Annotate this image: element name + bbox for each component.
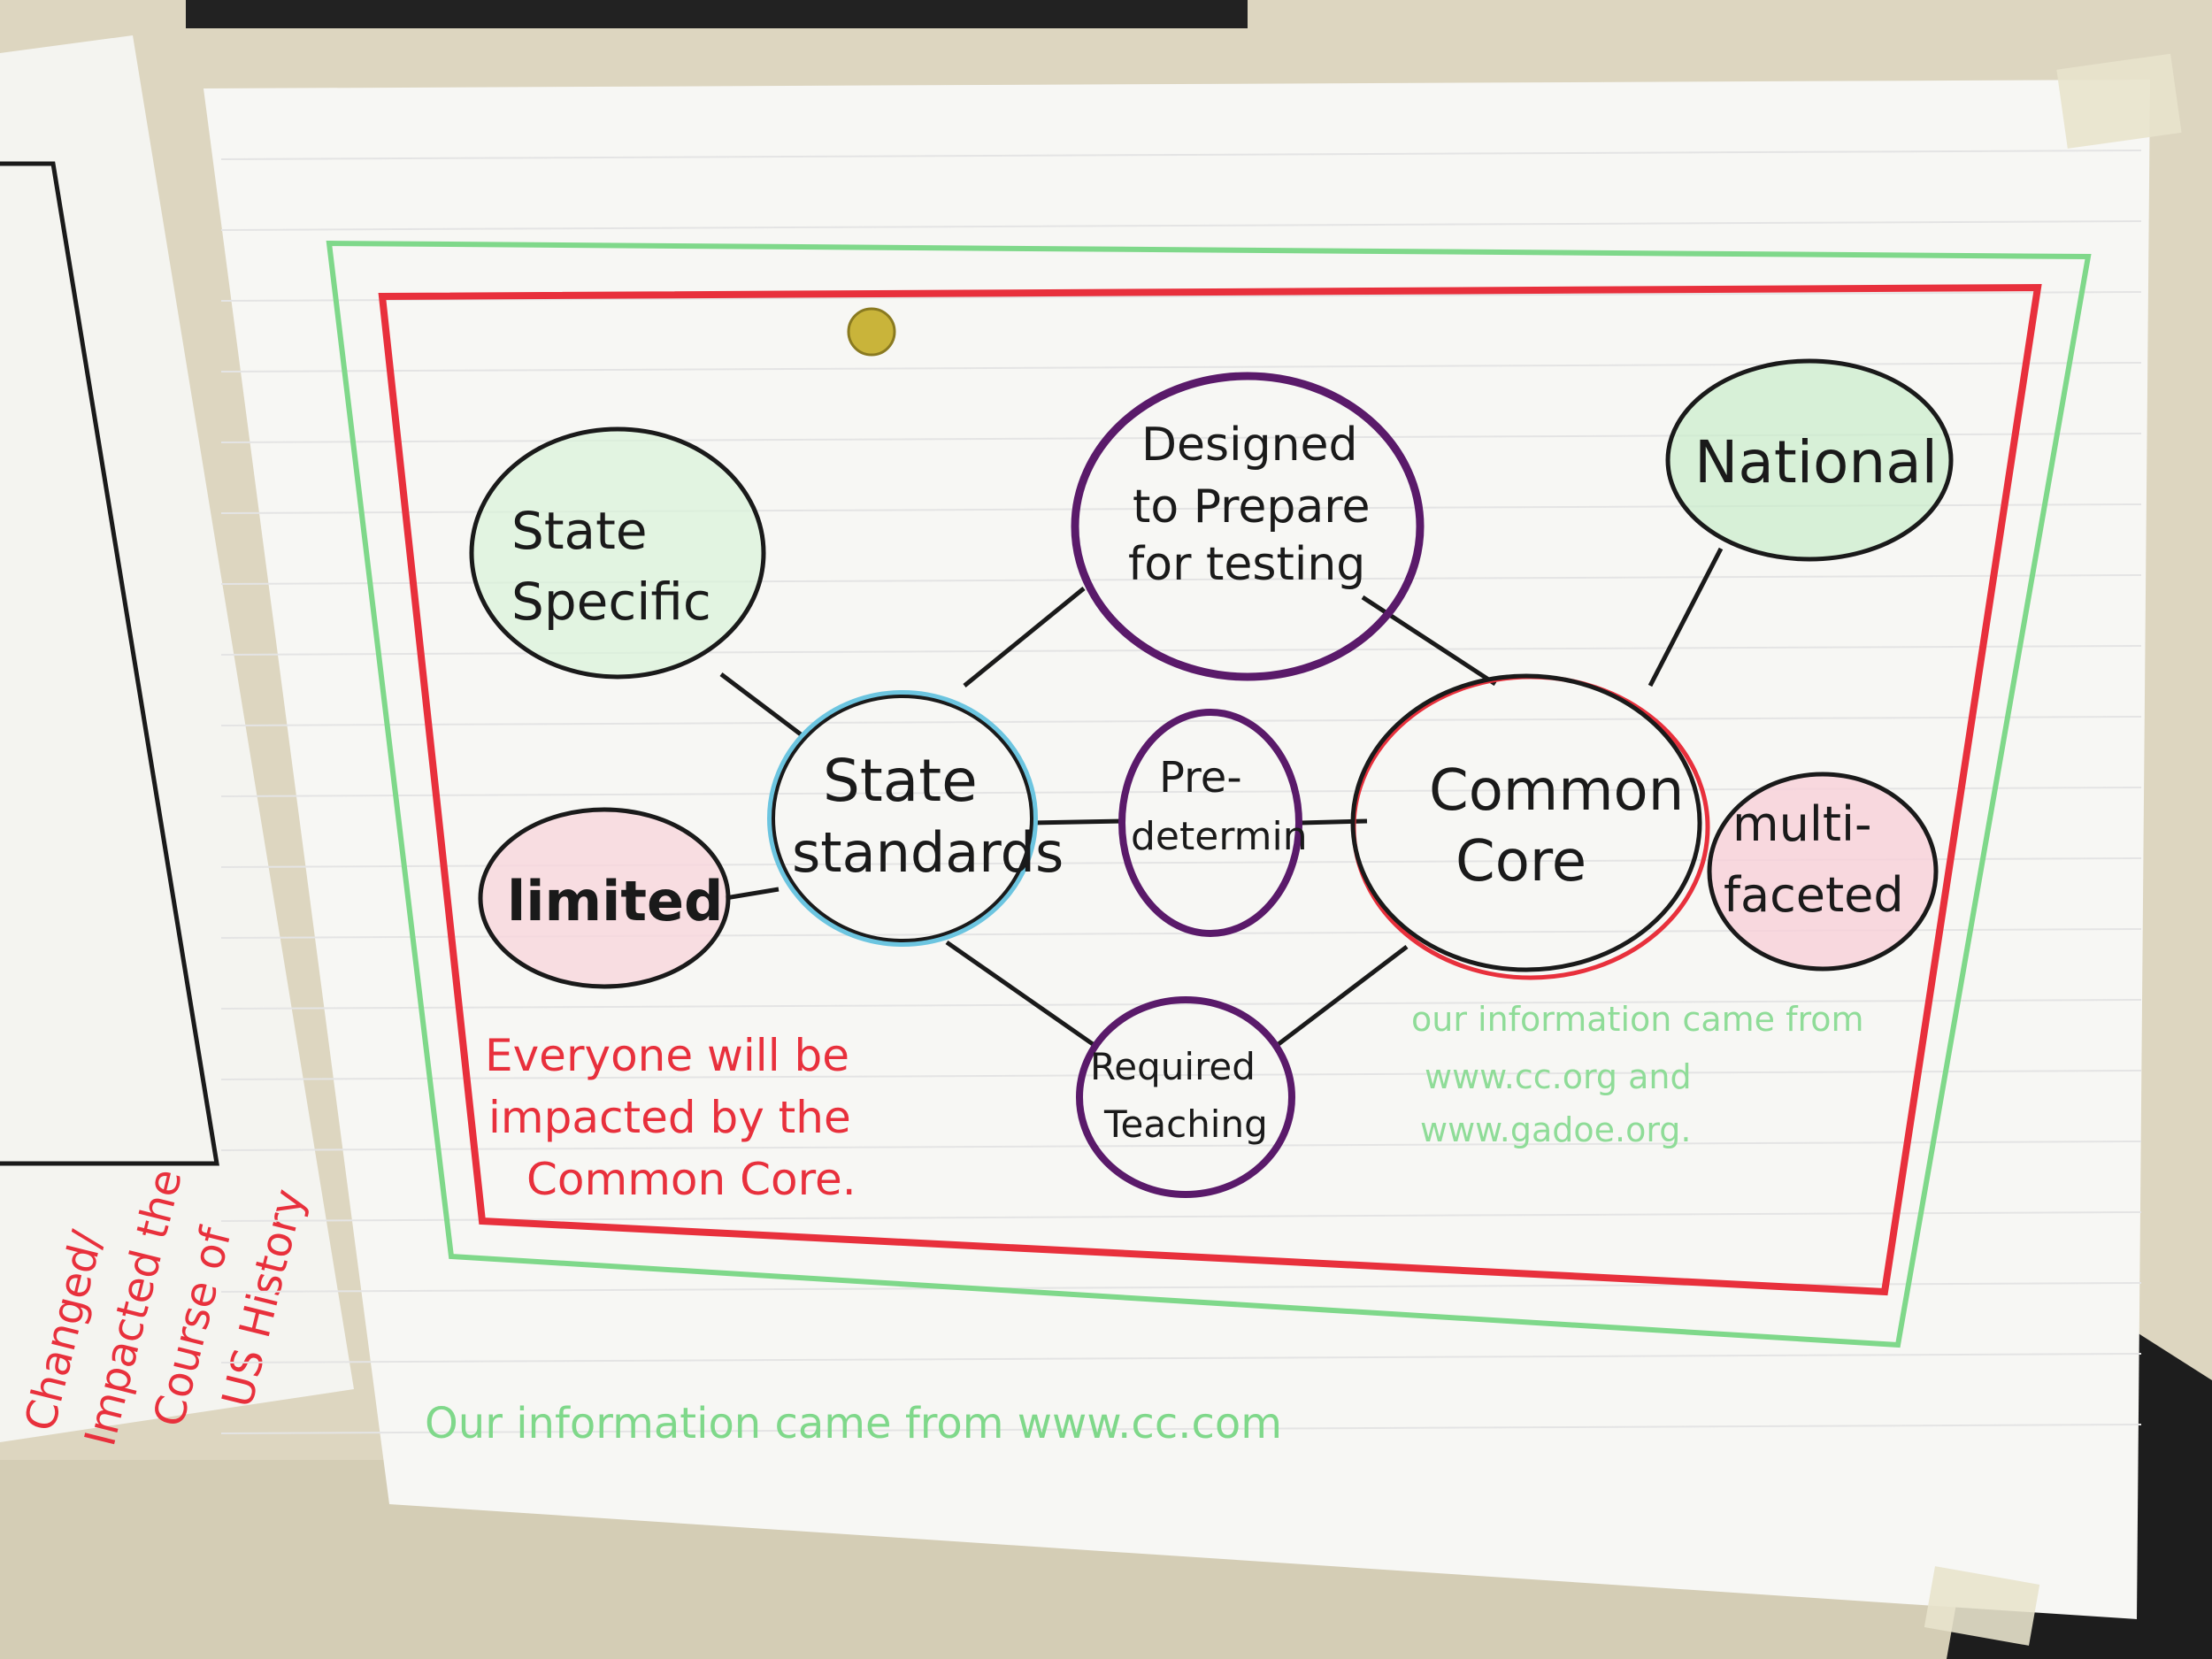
green-note-line-2: www.cc.org and xyxy=(1425,1057,1692,1096)
multifaceted-line-1: multi- xyxy=(1732,796,1872,852)
multifaceted-line-2: faceted xyxy=(1724,867,1904,923)
red-note-line-3: Common Core. xyxy=(526,1154,856,1205)
bottom-note: Our information came from www.cc.com xyxy=(425,1399,1282,1448)
designed-line-3: for testing xyxy=(1128,538,1365,591)
common-core-line-1: Common xyxy=(1429,758,1684,824)
red-note: Everyone will be impacted by the Common … xyxy=(485,1030,856,1205)
state-specific-line-1: State xyxy=(511,501,648,561)
common-core-line-2: Core xyxy=(1455,829,1586,895)
node-limited: limited xyxy=(480,810,728,987)
state-specific-line-2: Specific xyxy=(511,572,711,632)
predetermined-line-2: determin xyxy=(1131,814,1308,859)
designed-line-2: to Prepare xyxy=(1133,480,1371,534)
red-note-line-1: Everyone will be xyxy=(485,1030,849,1081)
green-note-line-1: our information came from xyxy=(1411,1000,1864,1039)
gold-sticker xyxy=(849,309,895,355)
limited-label: limited xyxy=(507,869,723,933)
state-standards-line-2: standards xyxy=(792,820,1064,885)
node-state-specific: State Specific xyxy=(472,429,764,677)
required-teaching-line-1: Required xyxy=(1090,1045,1256,1088)
node-national: National xyxy=(1668,361,1951,559)
tape-top-right xyxy=(2056,54,2181,149)
state-standards-line-1: State xyxy=(823,747,978,815)
green-note-line-3: www.gadoe.org. xyxy=(1420,1110,1691,1149)
predetermined-line-1: Pre- xyxy=(1159,753,1242,803)
required-teaching-line-2: Teaching xyxy=(1103,1102,1268,1146)
top-dark-object xyxy=(186,0,1248,28)
node-multifaceted: multi- faceted xyxy=(1709,774,1936,969)
red-note-line-2: impacted by the xyxy=(488,1092,851,1143)
designed-line-1: Designed xyxy=(1141,419,1358,472)
national-label: National xyxy=(1694,428,1938,496)
